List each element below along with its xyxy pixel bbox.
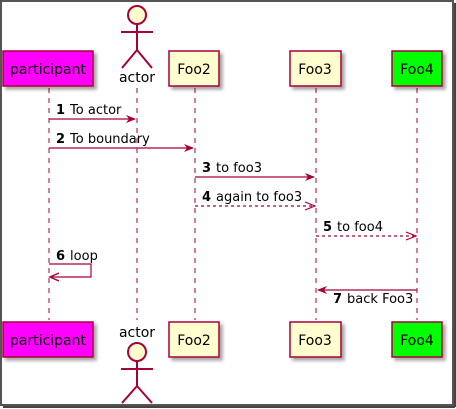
message-3: 3 to foo3: [195, 161, 315, 181]
participant-box-bottom: participant: [2, 321, 94, 358]
actor-icon: [121, 342, 153, 404]
message-2: 2 To boundary: [49, 132, 194, 152]
svg-text:3to foo3: 3 to foo3: [202, 161, 262, 176]
message-3-text: to foo3: [216, 161, 262, 176]
participant-box-top: participant: [2, 50, 94, 87]
actor-icon: [121, 5, 153, 69]
message-5-text: to foo4: [337, 220, 383, 235]
message-1-text: To actor: [69, 103, 122, 118]
open-arrowhead-icon: [48, 272, 60, 282]
foo2-label-bottom: Foo2: [177, 333, 211, 349]
foo4-label-bottom: Foo4: [400, 333, 434, 349]
message-6: 6 loop: [48, 249, 98, 282]
foo3-box-bottom: Foo3: [289, 321, 342, 358]
message-5-number: 5: [323, 220, 332, 235]
message-7-text: back Foo3: [347, 292, 413, 307]
actor-figure-bottom: actor: [119, 325, 155, 404]
actor-figure-top: actor: [119, 5, 155, 86]
foo3-label: Foo3: [298, 62, 332, 78]
actor-label: actor: [119, 70, 155, 86]
foo2-label: Foo2: [177, 62, 211, 78]
svg-text:1To actor: 1 To actor: [56, 103, 122, 118]
message-5: 5 to foo4: [316, 220, 418, 241]
message-4-text: again to foo3: [216, 190, 302, 205]
message-1: 1 To actor: [49, 103, 136, 123]
open-arrowhead-icon: [304, 201, 317, 211]
foo4-label: Foo4: [400, 62, 434, 78]
message-1-number: 1: [56, 103, 65, 118]
message-2-number: 2: [56, 132, 65, 147]
participant-label: participant: [10, 62, 87, 78]
foo3-label-bottom: Foo3: [298, 333, 332, 349]
message-2-text: To boundary: [69, 132, 150, 147]
svg-text:2To boundary: 2 To boundary: [56, 132, 150, 147]
foo4-box-top: Foo4: [391, 50, 443, 87]
message-6-number: 6: [56, 249, 65, 264]
foo2-box-bottom: Foo2: [168, 321, 220, 358]
message-7-number: 7: [333, 292, 342, 307]
foo3-box-top: Foo3: [289, 50, 342, 87]
message-3-number: 3: [202, 161, 211, 176]
arrowhead-icon: [184, 144, 194, 152]
message-6-text: loop: [70, 249, 98, 264]
arrowhead-icon: [305, 173, 315, 181]
message-4-number: 4: [202, 190, 211, 205]
foo2-box-top: Foo2: [168, 50, 220, 87]
participant-label-bottom: participant: [10, 333, 87, 349]
actor-label-bottom: actor: [119, 325, 155, 341]
open-arrowhead-icon: [405, 231, 418, 241]
arrowhead-icon: [317, 286, 327, 294]
svg-text:5to foo4: 5 to foo4: [323, 220, 383, 235]
message-4: 4 again to foo3: [195, 190, 317, 211]
arrowhead-icon: [126, 115, 136, 123]
message-7: 7 back Foo3: [317, 286, 417, 307]
foo4-box-bottom: Foo4: [391, 321, 443, 358]
